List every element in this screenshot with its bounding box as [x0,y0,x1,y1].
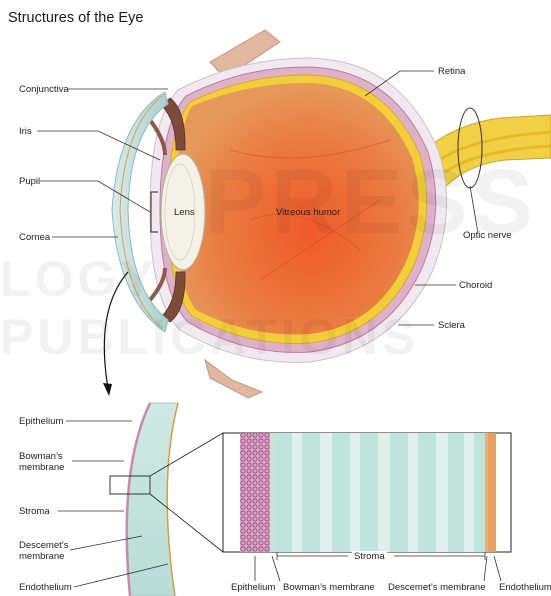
page-title: Structures of the Eye [8,10,143,26]
label-sclera: Sclera [438,320,465,331]
cornea-section [127,403,178,596]
label-descemets-left: Descemet’s membrane [19,540,68,562]
label-iris: Iris [19,126,32,137]
label-choroid: Choroid [459,280,492,291]
label-stroma-left: Stroma [19,506,50,517]
label-conjunctiva: Conjunctiva [19,84,69,95]
label-lens: Lens [174,207,195,218]
label-retina: Retina [438,66,465,77]
label-endothelium-detail: Endothelium [499,582,551,593]
label-optic-nerve: Optic nerve [463,230,512,241]
label-endothelium-left: Endothelium [19,582,72,593]
epithelium-band [240,433,270,552]
label-pupil: Pupil [19,176,40,187]
bowmans-band [270,433,277,552]
watermark-line2: LOGY PUBLICATIONS [0,250,551,366]
label-descemets-detail: Descemet’s membrane [388,582,486,593]
label-epithelium-left: Epithelium [19,416,63,427]
label-bowmans-left: Bowman’s membrane [19,451,64,473]
label-cornea: Cornea [19,232,50,243]
label-bowmans-detail: Bowman’s membrane [283,582,375,593]
descemets-band [485,433,488,552]
label-stroma-detail: Stroma [352,551,387,562]
label-epithelium-detail: Epithelium [231,582,275,593]
endothelium-band [488,433,496,552]
label-vitreous: Vitreous humor [276,207,340,218]
